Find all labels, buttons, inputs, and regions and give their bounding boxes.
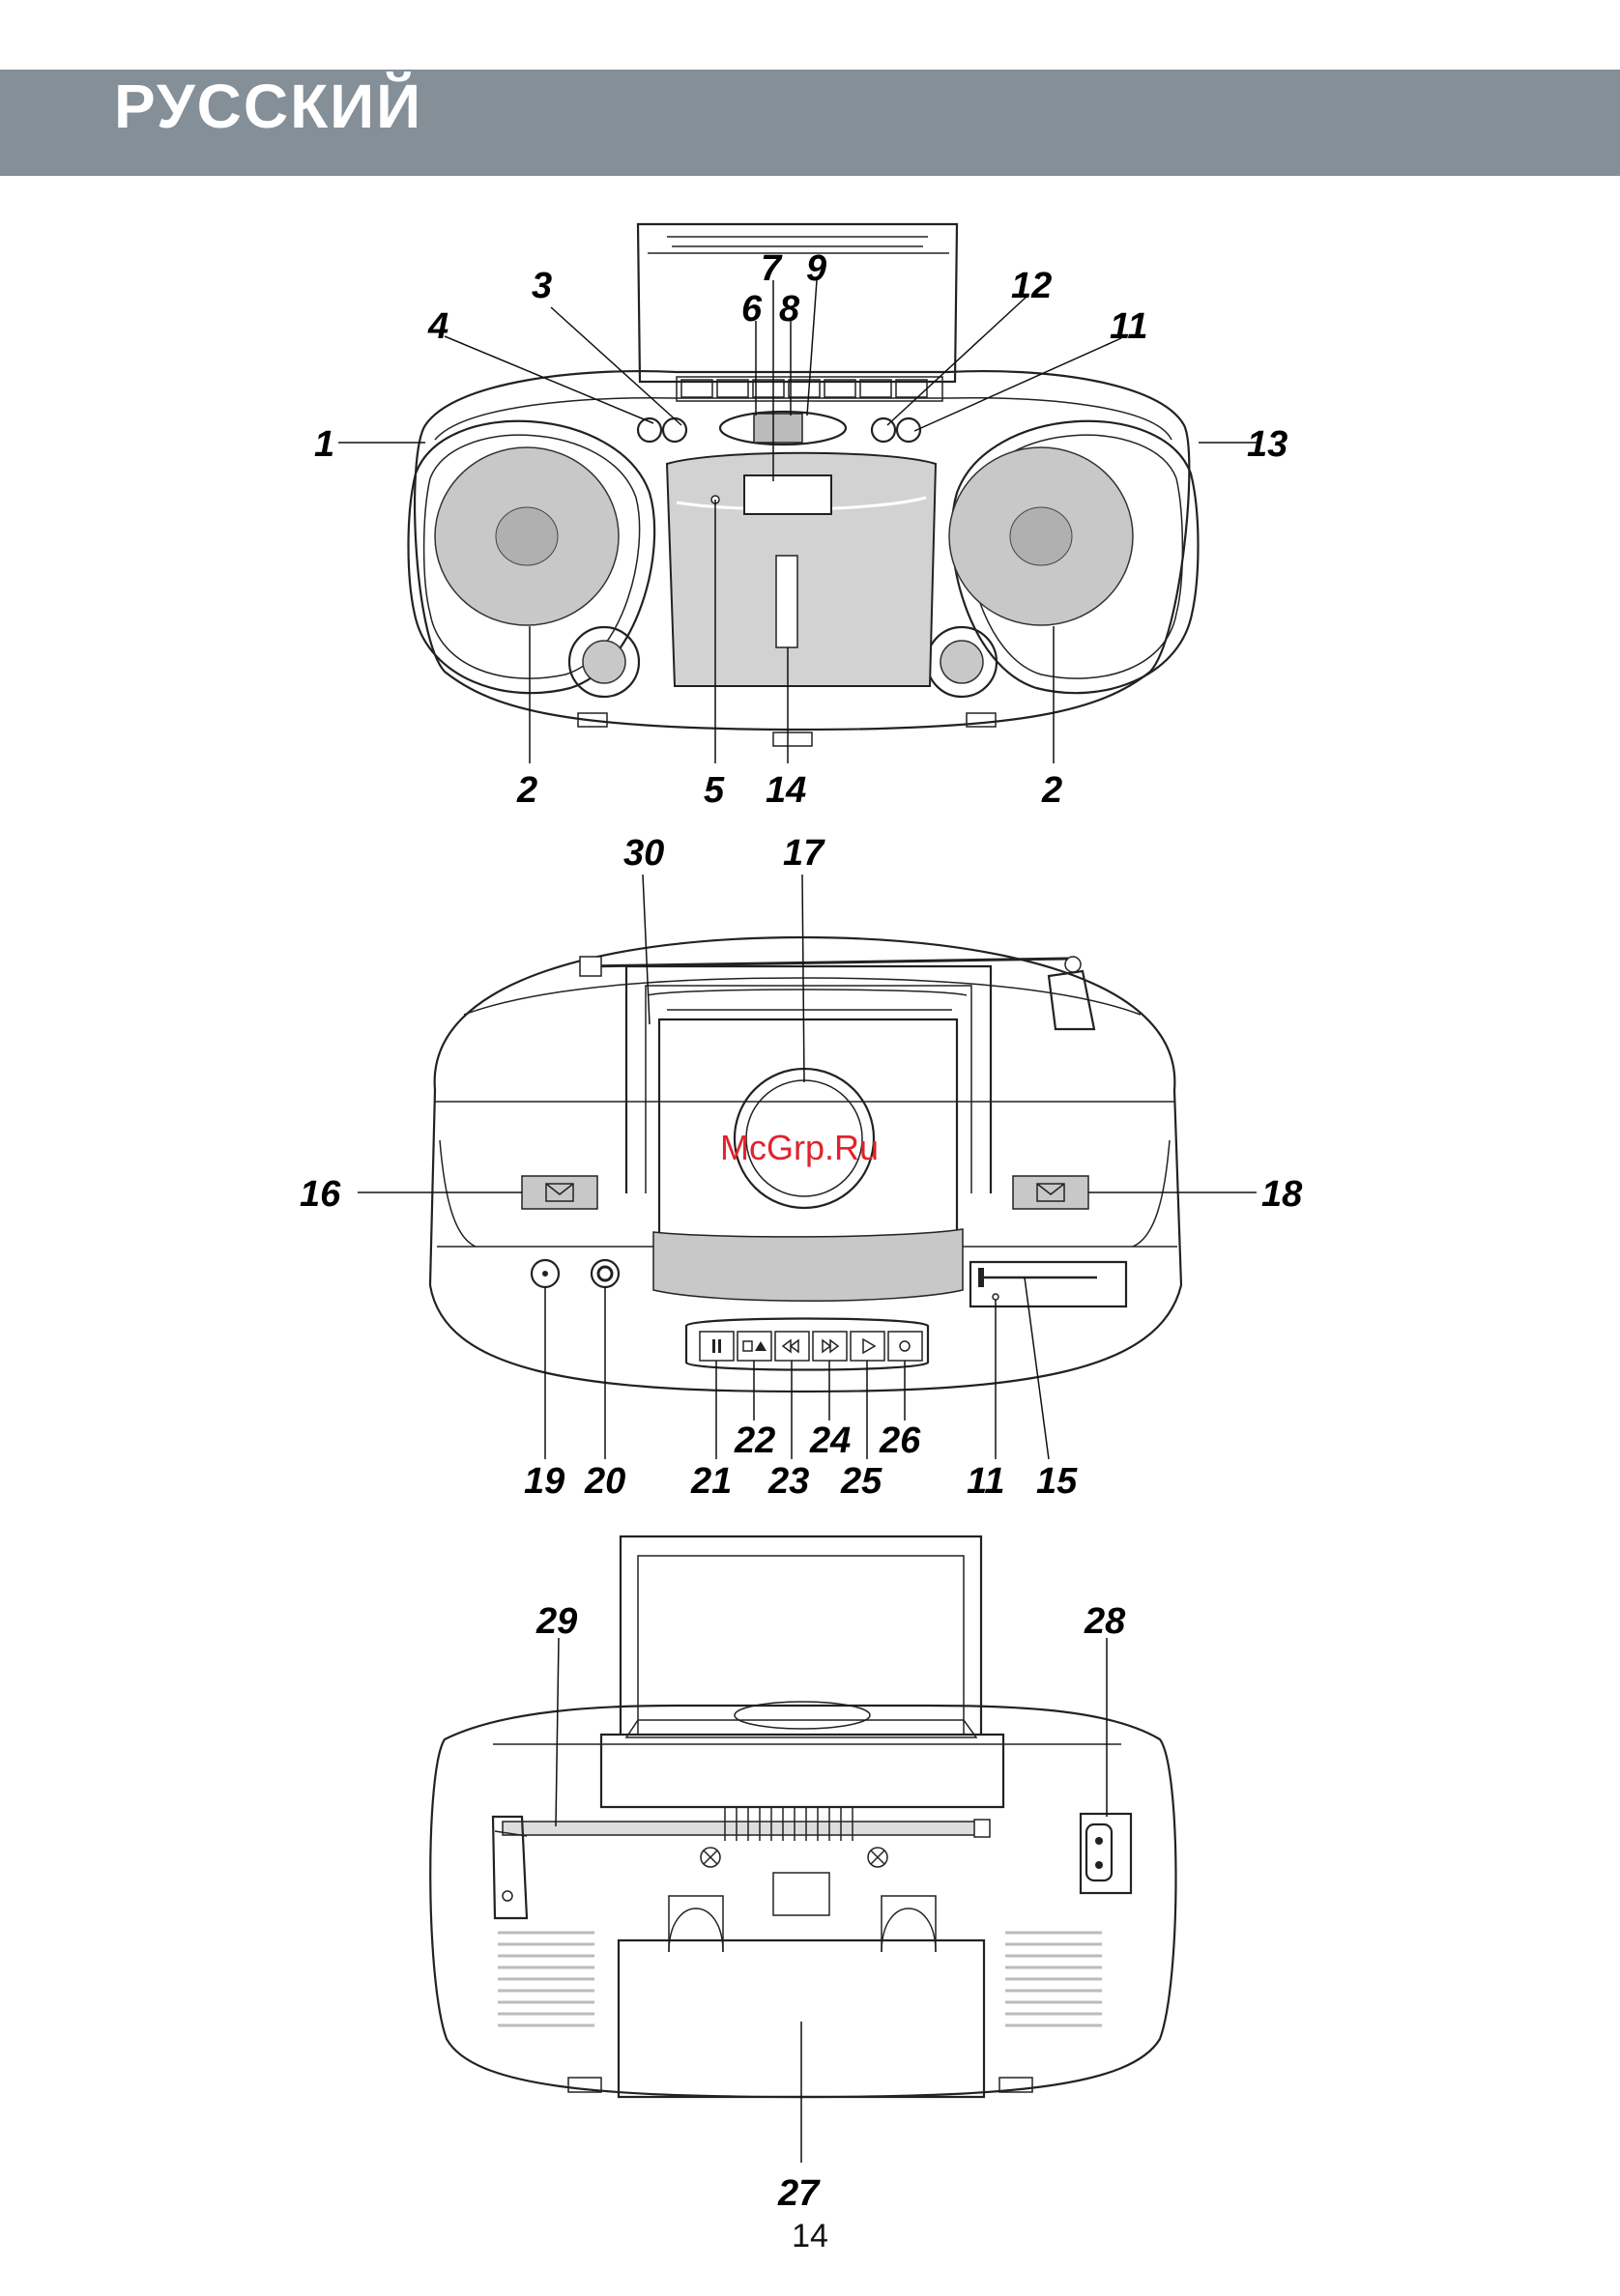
label-23: 23 [767,1461,809,1502]
label-7: 7 [761,248,783,289]
label-3: 3 [532,266,552,306]
label-22: 22 [734,1421,775,1461]
label-28: 28 [1084,1601,1126,1642]
label-24: 24 [809,1421,851,1461]
label-13: 13 [1247,424,1287,465]
label-9: 9 [806,248,826,289]
label-27: 27 [777,2173,821,2214]
label-15: 15 [1036,1461,1078,1502]
label-17: 17 [783,833,825,874]
label-20: 20 [584,1461,625,1502]
label-5: 5 [704,770,725,811]
label-12: 12 [1011,266,1052,306]
label-2-right: 2 [1041,770,1062,811]
label-26: 26 [879,1421,921,1461]
label-14: 14 [766,770,806,811]
label-19: 19 [524,1461,564,1502]
label-29: 29 [535,1601,577,1642]
label-21: 21 [690,1461,732,1502]
top-view: 11 15 16 17 18 19 20 21 22 23 24 25 26 3… [300,833,1303,1502]
page-number: 14 [0,2218,1620,2255]
label-11-top: 11 [967,1461,1004,1502]
label-2-left: 2 [516,770,537,811]
label-6: 6 [741,289,763,330]
watermark: McGrp.Ru [720,1128,879,1167]
label-11: 11 [1110,306,1147,347]
rear-view: 29 28 27 [430,1536,1175,2214]
label-4: 4 [427,306,448,347]
label-8: 8 [779,289,800,330]
label-1: 1 [314,424,334,465]
front-view: 1 2 2 3 4 5 6 7 8 9 11 12 13 14 [314,224,1287,811]
label-18: 18 [1261,1174,1303,1215]
label-30: 30 [623,833,664,874]
label-16: 16 [300,1174,341,1215]
label-25: 25 [840,1461,882,1502]
